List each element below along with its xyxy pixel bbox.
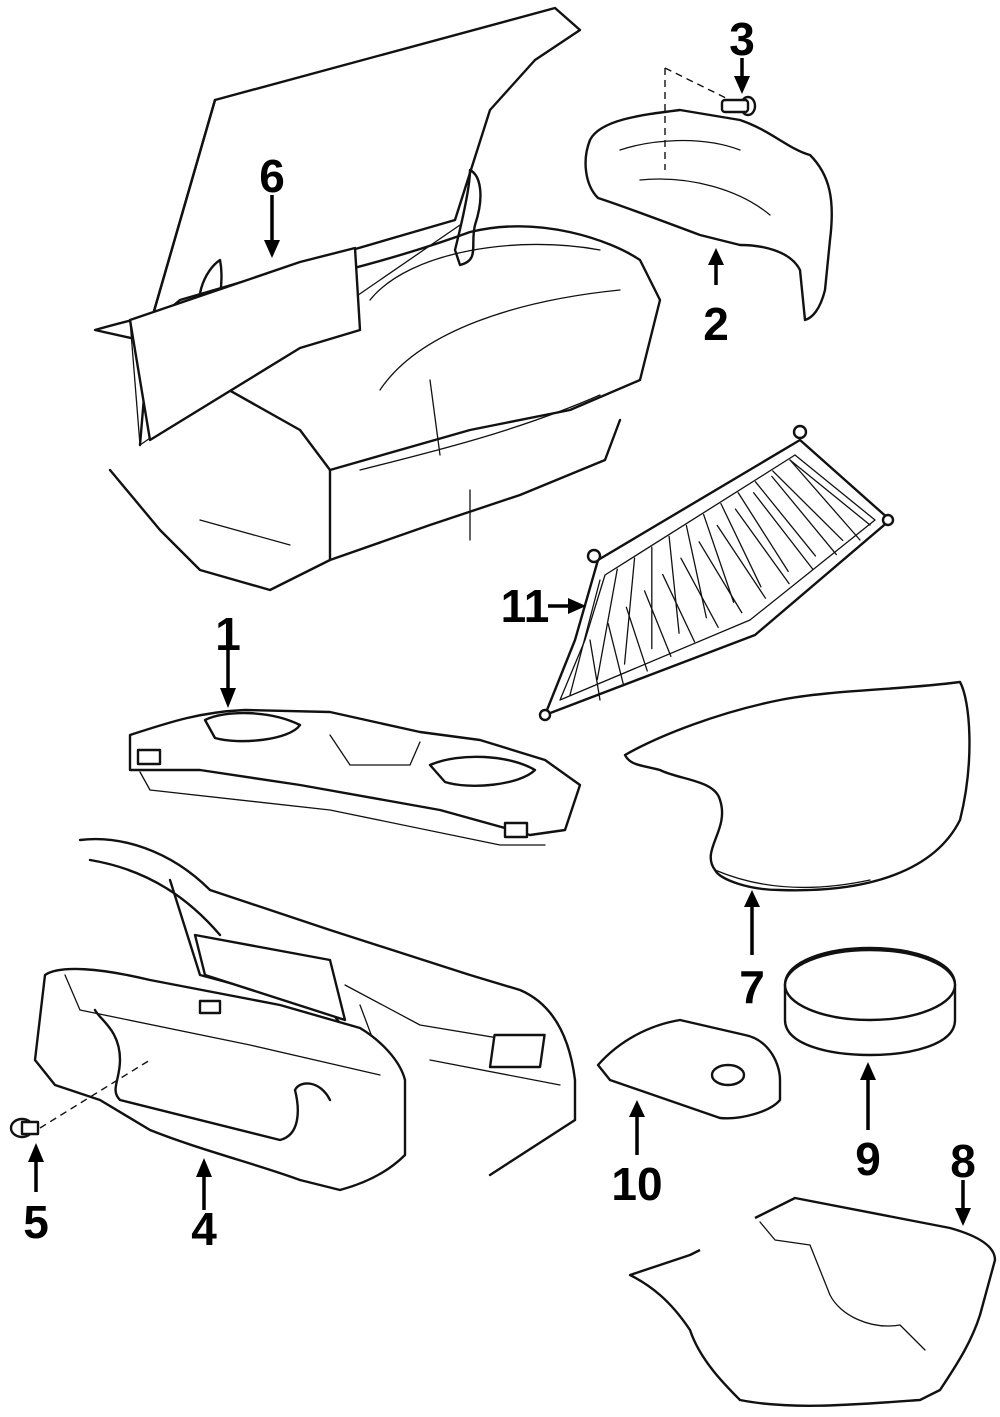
callout-8: 8 [950, 1135, 976, 1187]
callout-1: 1 [215, 608, 241, 660]
callout-6: 6 [259, 150, 285, 202]
callout-3: 3 [729, 13, 755, 65]
trunk-assembly [93, 6, 662, 592]
part-10-tire-cover [488, 1018, 782, 1120]
part-5-push-clip [9, 1059, 151, 1139]
part-8-floor-carpet [628, 1196, 997, 1407]
part-2-trim-panel [584, 67, 833, 322]
callout-arrows [28, 58, 971, 1226]
callout-11: 11 [501, 580, 550, 632]
part-7-trunk-mat [623, 680, 971, 892]
part-4-rear-panel [33, 967, 407, 1192]
callout-5: 5 [23, 1196, 49, 1248]
callout-7: 7 [739, 961, 765, 1013]
callout-4: 4 [191, 1203, 217, 1255]
trunk-floor-assembly [78, 837, 577, 1177]
callout-labels: 3 2 6 11 1 7 9 10 8 4 5 [23, 13, 976, 1255]
callout-2: 2 [703, 298, 729, 350]
callout-9: 9 [855, 1133, 881, 1185]
part-1-rear-shelf [128, 708, 582, 846]
callout-10: 10 [611, 1158, 662, 1210]
part-9-spare-tire [783, 946, 957, 1057]
part-11-cargo-net [538, 424, 895, 722]
part-3-screw [720, 95, 757, 117]
